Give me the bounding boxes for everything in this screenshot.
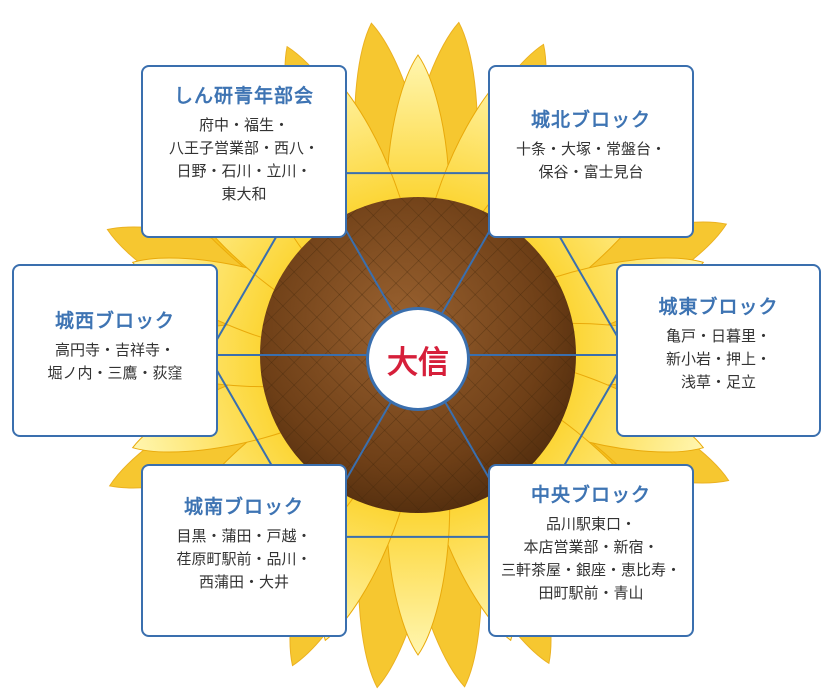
- block-line: 十条・大塚・常盤台・: [515, 140, 666, 158]
- block-box-chuo: 中央ブロック 品川駅東口・ 本店営業部・新宿・ 三軒茶屋・銀座・恵比寿・ 田町駅…: [488, 464, 694, 637]
- block-line: 日野・石川・立川・: [176, 162, 312, 180]
- block-line: 新小岩・押上・: [665, 350, 771, 368]
- block-title: しん研青年部会: [173, 85, 314, 107]
- block-line: 本店営業部・新宿・: [523, 538, 659, 556]
- block-line: 保谷・富士見台: [538, 163, 644, 181]
- block-title: 城西ブロック: [54, 310, 175, 332]
- block-box-joto: 城東ブロック 亀戸・日暮里・ 新小岩・押上・ 浅草・足立: [616, 264, 821, 437]
- block-title: 城南ブロック: [183, 496, 304, 518]
- block-line: 堀ノ内・三鷹・荻窪: [47, 364, 183, 382]
- block-title: 城東ブロック: [658, 296, 779, 318]
- block-line: 高円寺・吉祥寺・: [54, 341, 175, 359]
- center-badge: 大信: [366, 307, 470, 411]
- block-line: 浅草・足立: [680, 373, 756, 391]
- block-line: 府中・福生・: [198, 116, 289, 134]
- block-line: 東大和: [221, 185, 267, 203]
- block-box-josai: 城西ブロック 高円寺・吉祥寺・ 堀ノ内・三鷹・荻窪: [12, 264, 218, 437]
- block-line: 田町駅前・青山: [538, 584, 644, 602]
- block-title: 中央ブロック: [530, 484, 651, 506]
- center-label: 大信: [387, 344, 449, 381]
- block-line: 三軒茶屋・銀座・恵比寿・: [500, 561, 681, 579]
- block-line: 目黒・蒲田・戸越・: [176, 527, 312, 545]
- block-box-jonan: 城南ブロック 目黒・蒲田・戸越・ 荏原町駅前・品川・ 西蒲田・大井: [141, 464, 347, 637]
- block-line: 品川駅東口・: [545, 515, 636, 533]
- block-title: 城北ブロック: [530, 109, 651, 131]
- block-line: 亀戸・日暮里・: [665, 327, 771, 345]
- block-box-shinken: しん研青年部会 府中・福生・ 八王子営業部・西八・ 日野・石川・立川・ 東大和: [141, 65, 347, 238]
- block-line: 荏原町駅前・品川・: [176, 550, 312, 568]
- block-box-johoku: 城北ブロック 十条・大塚・常盤台・ 保谷・富士見台: [488, 65, 694, 238]
- block-line: 八王子営業部・西八・: [168, 139, 319, 157]
- block-line: 西蒲田・大井: [198, 573, 289, 591]
